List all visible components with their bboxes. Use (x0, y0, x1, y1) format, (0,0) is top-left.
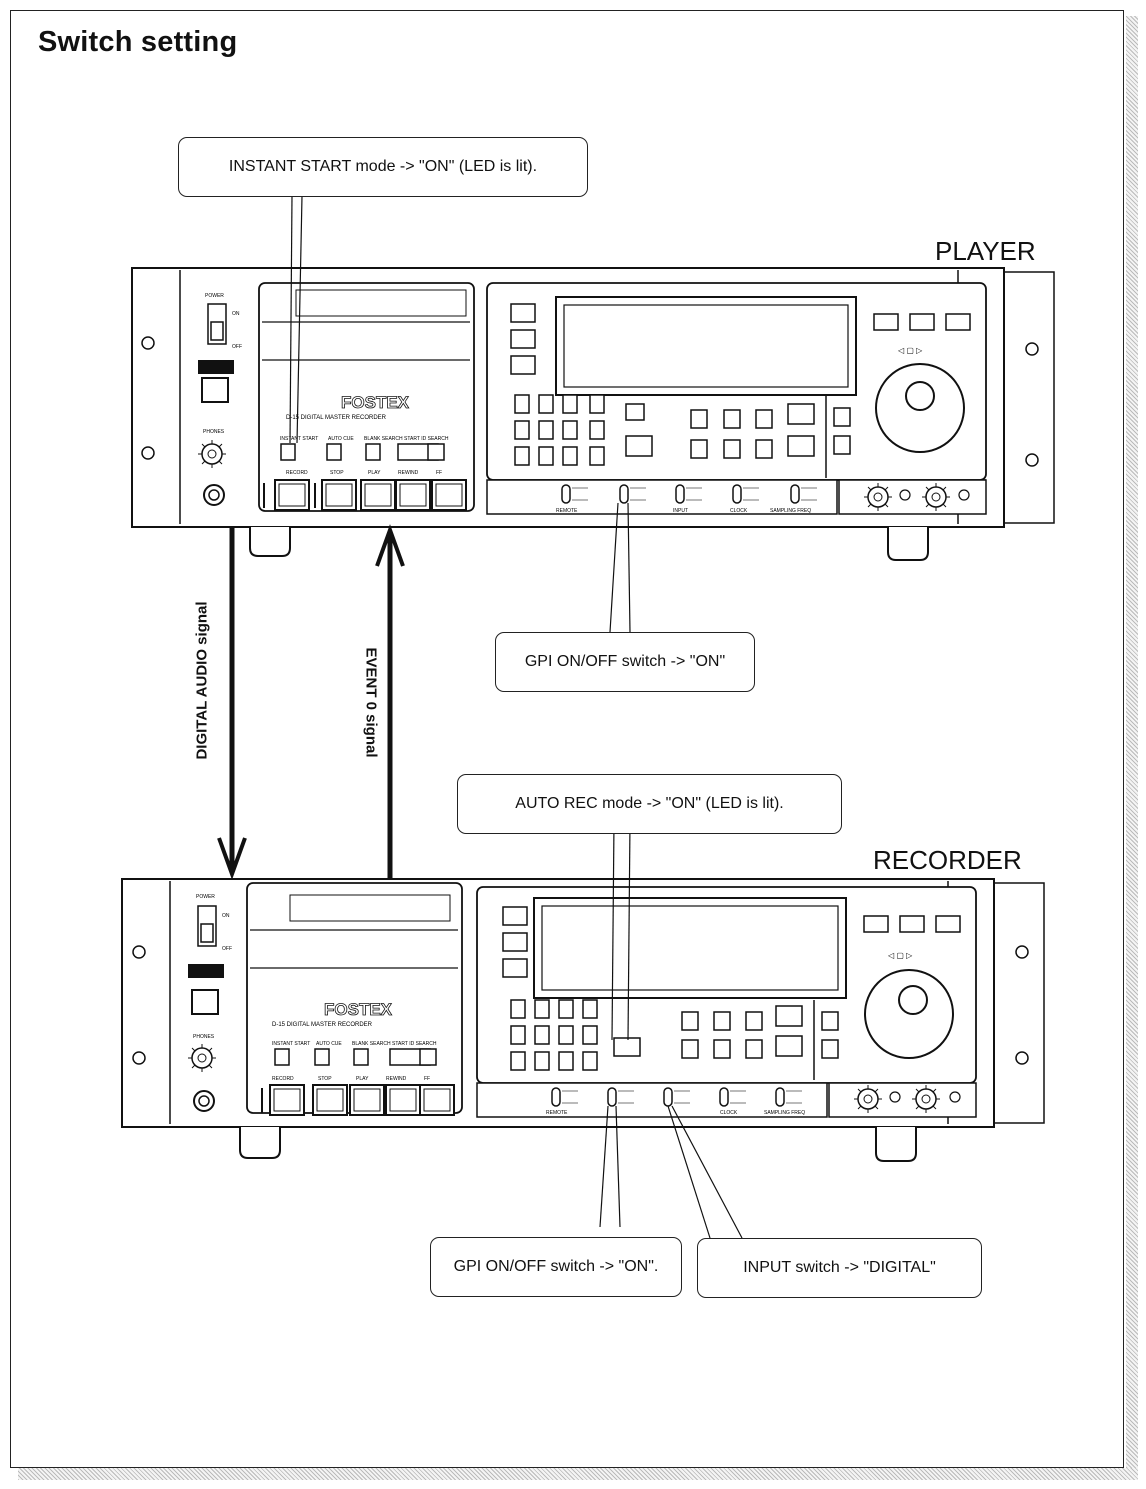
svg-text:BLANK SEARCH: BLANK SEARCH (352, 1041, 391, 1047)
recorder-auto-rec-button (614, 1038, 640, 1056)
recorder-display-window (534, 898, 846, 998)
digital-audio-arrow (219, 527, 245, 874)
recorder-label: RECORDER (873, 845, 1022, 876)
phones-level-knob-icon (198, 440, 226, 468)
recorder-brand-logo: FOSTEX (324, 1000, 393, 1019)
svg-text:PLAY: PLAY (356, 1076, 369, 1082)
gpi-recorder-callout: GPI ON/OFF switch -> "ON". (430, 1237, 682, 1297)
recorder-model-label: D-15 DIGITAL MASTER RECORDER (272, 1022, 373, 1028)
rack-hole-icon (133, 1052, 145, 1064)
svg-text:◁ ▢ ▷: ◁ ▢ ▷ (898, 346, 923, 355)
rack-hole-icon (1016, 1052, 1028, 1064)
svg-text:INSTANT START: INSTANT START (272, 1041, 310, 1047)
player-auto-rec-button (626, 436, 652, 456)
svg-text:PLAY: PLAY (368, 470, 381, 476)
svg-text:AUTO CUE: AUTO CUE (316, 1041, 342, 1047)
svg-text:STOP: STOP (330, 470, 344, 476)
svg-text:POWER: POWER (205, 293, 224, 299)
svg-text:PHONES: PHONES (193, 1034, 215, 1040)
svg-text:RECORD: RECORD (286, 470, 308, 476)
rack-hole-icon (133, 946, 145, 958)
svg-text:SAMPLING FREQ: SAMPLING FREQ (764, 1110, 805, 1116)
digital-audio-signal-label: DIGITAL AUDIO signal (194, 601, 211, 759)
svg-text:START ID SEARCH: START ID SEARCH (392, 1041, 437, 1047)
gpi-player-callout: GPI ON/OFF switch -> "ON" (495, 632, 755, 692)
event-signal-label: EVENT 0 signal (363, 647, 380, 757)
player-display-window (556, 297, 856, 395)
svg-text:AUTO CUE: AUTO CUE (328, 436, 354, 442)
svg-text:INSTANT START: INSTANT START (280, 436, 318, 442)
svg-text:REMOTE: REMOTE (556, 508, 578, 514)
svg-text:REMOTE: REMOTE (546, 1110, 568, 1116)
svg-text:OFF: OFF (222, 946, 232, 952)
svg-text:ON: ON (222, 913, 230, 919)
svg-text:RECORD: RECORD (272, 1076, 294, 1082)
rack-hole-icon (1016, 946, 1028, 958)
instant-start-callout: INSTANT START mode -> "ON" (LED is lit). (178, 137, 588, 197)
player-model-label: D-15 DIGITAL MASTER RECORDER (286, 415, 387, 421)
rack-hole-icon (142, 337, 154, 349)
svg-text:FF: FF (424, 1076, 430, 1082)
svg-text:SAMPLING FREQ: SAMPLING FREQ (770, 508, 811, 514)
input-switch-callout: INPUT switch -> "DIGITAL" (697, 1238, 982, 1298)
recorder-unit: POWER ON OFF PHONES FOSTEX D-15 DIGITAL … (122, 879, 1044, 1161)
svg-text:ON: ON (232, 311, 240, 317)
svg-text:POWER: POWER (196, 894, 215, 900)
svg-text:REWIND: REWIND (398, 470, 419, 476)
rack-hole-icon (142, 447, 154, 459)
player-brand-logo: FOSTEX (341, 393, 410, 412)
svg-text:◁ ▢ ▷: ◁ ▢ ▷ (888, 951, 913, 960)
player-label: PLAYER (935, 236, 1036, 267)
svg-text:INPUT: INPUT (673, 508, 688, 514)
svg-text:OFF: OFF (232, 344, 242, 350)
svg-text:REWIND: REWIND (386, 1076, 407, 1082)
svg-text:STOP: STOP (318, 1076, 332, 1082)
phones-jack-icon (204, 485, 224, 505)
rack-hole-icon (1026, 454, 1038, 466)
svg-text:BLANK SEARCH: BLANK SEARCH (364, 436, 403, 442)
svg-text:START ID SEARCH: START ID SEARCH (404, 436, 449, 442)
open-close-button (202, 378, 228, 402)
svg-text:CLOCK: CLOCK (730, 508, 748, 514)
player-unit: POWER ON OFF PHONES FOSTEX D-15 DIGITAL … (132, 268, 1054, 560)
svg-text:FF: FF (436, 470, 442, 476)
event-signal-arrow (377, 530, 403, 879)
svg-text:PHONES: PHONES (203, 429, 225, 435)
svg-text:CLOCK: CLOCK (720, 1110, 738, 1116)
auto-rec-callout: AUTO REC mode -> "ON" (LED is lit). (457, 774, 842, 834)
rack-hole-icon (1026, 343, 1038, 355)
